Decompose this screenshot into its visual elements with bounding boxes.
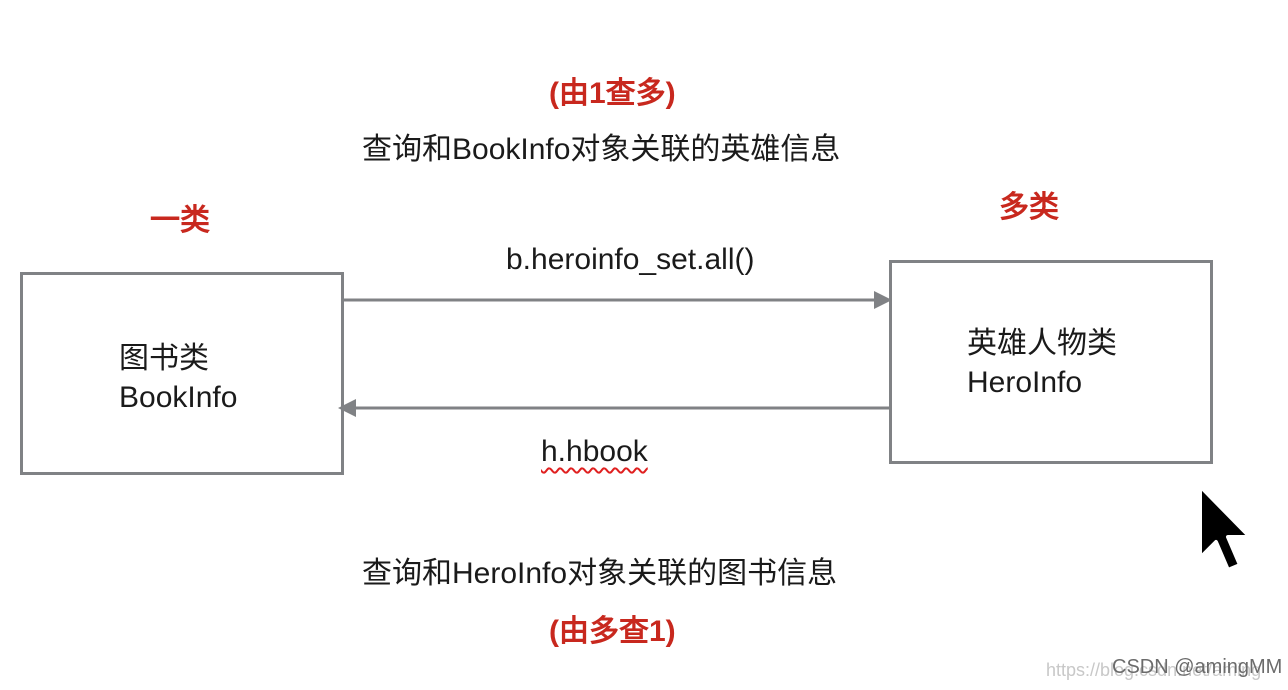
watermark-url: https://blog.csdn.net/aming (1046, 660, 1262, 680)
top-tag: (由1查多) (549, 77, 676, 110)
backward-arrow-label: h.hbook (541, 435, 648, 468)
heroinfo-box-class-name: HeroInfo (967, 366, 1083, 399)
bookinfo-box-title: 图书类 (119, 342, 209, 375)
bottom-description: 查询和HeroInfo对象关联的图书信息 (362, 557, 838, 590)
forward-arrow-head (874, 291, 892, 309)
heroinfo-box-label: 英雄人物类 HeroInfo (967, 324, 1117, 402)
top-description: 查询和BookInfo对象关联的英雄信息 (362, 133, 841, 166)
mouse-pointer-icon (1198, 484, 1252, 572)
bottom-tag: (由多查1) (549, 615, 676, 648)
forward-arrow-label: b.heroinfo_set.all() (506, 243, 755, 276)
backward-arrow-head (338, 399, 356, 417)
heroinfo-class-box: 英雄人物类 HeroInfo (889, 260, 1213, 464)
watermark-brand: CSDN @amingMM (1112, 656, 1283, 678)
bookinfo-class-box: 图书类 BookInfo (20, 272, 344, 475)
bookinfo-box-label: 图书类 BookInfo (119, 339, 237, 417)
heroinfo-box-title: 英雄人物类 (967, 327, 1117, 360)
left-category-label: 一类 (150, 204, 210, 237)
bookinfo-box-class-name: BookInfo (119, 381, 238, 414)
right-category-label: 多类 (999, 191, 1059, 224)
